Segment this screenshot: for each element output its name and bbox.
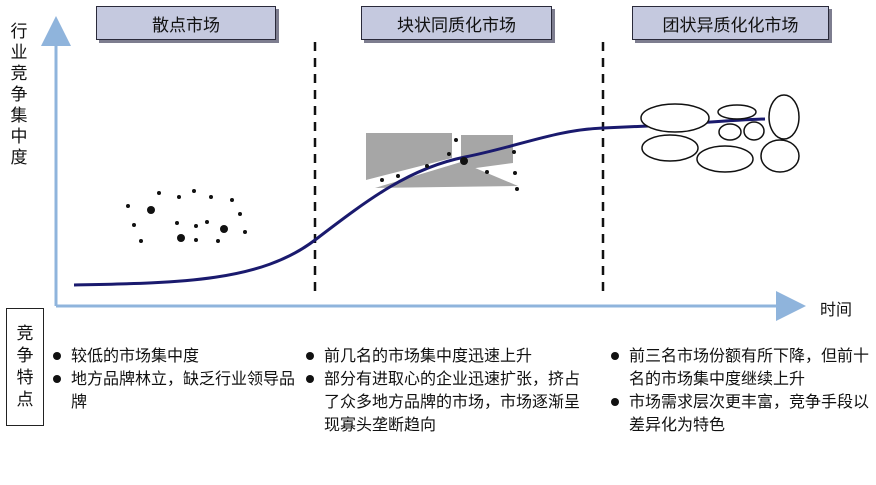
ellipse [718,123,742,141]
feature-item: 较低的市场集中度 [52,344,300,367]
dot [175,221,179,225]
feature-item: 前几名的市场集中度迅速上升 [305,344,585,367]
dot [380,178,384,182]
ellipse [717,104,757,120]
dot [485,170,489,174]
stage-box-cluster: 团状异质化化市场 [632,6,829,40]
dot [209,195,213,199]
stage-label: 团状异质化化市场 [662,15,799,36]
ellipse [696,145,754,173]
dot [243,230,247,234]
dot [194,224,198,228]
dot [454,138,458,142]
y-axis-label: 行业竞争集中度 [10,22,28,168]
cluster-ellipses [640,94,800,173]
dot [177,195,181,199]
features-column-cluster: 前三名市场份额有所下降，但前十名的市场集中度继续上升 市场需求层次更丰富，竞争手… [610,344,872,436]
ellipse [640,103,710,133]
dot [205,220,209,224]
feature-item: 部分有进取心的企业迅速扩张，挤占了众多地方品牌的市场，市场逐渐呈现寡头垄断趋向 [305,367,585,436]
ellipse [768,94,800,140]
dot [230,198,234,202]
dot [192,189,196,193]
features-label: 竞争特点 [16,324,34,410]
stage-box-block: 块状同质化市场 [361,6,552,40]
dot [396,174,400,178]
ellipse [760,139,800,173]
dot [147,206,155,214]
dot [177,234,185,242]
feature-item: 市场需求层次更丰富，竞争手段以差异化为特色 [610,390,872,436]
dot [515,187,519,191]
stage-label: 散点市场 [152,15,220,36]
dot [447,152,451,156]
ellipse [743,121,765,141]
block-dots [380,138,519,191]
scattered-dots [126,189,247,243]
dot [220,225,228,233]
dot [425,164,429,168]
feature-item: 前三名市场份额有所下降，但前十名的市场集中度继续上升 [610,344,872,390]
features-column-scattered: 较低的市场集中度 地方品牌林立，缺乏行业领导品牌 [52,344,300,413]
dot [126,204,130,208]
dot [512,150,516,154]
block-shape [375,162,518,188]
ellipse [641,134,699,162]
dot [238,212,242,216]
dot [194,238,198,242]
block-shape [366,133,452,180]
dot [139,239,143,243]
dot [132,223,136,227]
dot [460,157,468,165]
features-column-block: 前几名的市场集中度迅速上升 部分有进取心的企业迅速扩张，挤占了众多地方品牌的市场… [305,344,585,436]
feature-item: 地方品牌林立，缺乏行业领导品牌 [52,367,300,413]
dot [513,171,517,175]
stage-box-scattered: 散点市场 [96,6,276,40]
x-axis-label: 时间 [820,300,853,319]
features-label-box: 竞争特点 [6,308,44,426]
dot [216,239,220,243]
stage-label: 块状同质化市场 [397,15,516,36]
dot [157,191,161,195]
